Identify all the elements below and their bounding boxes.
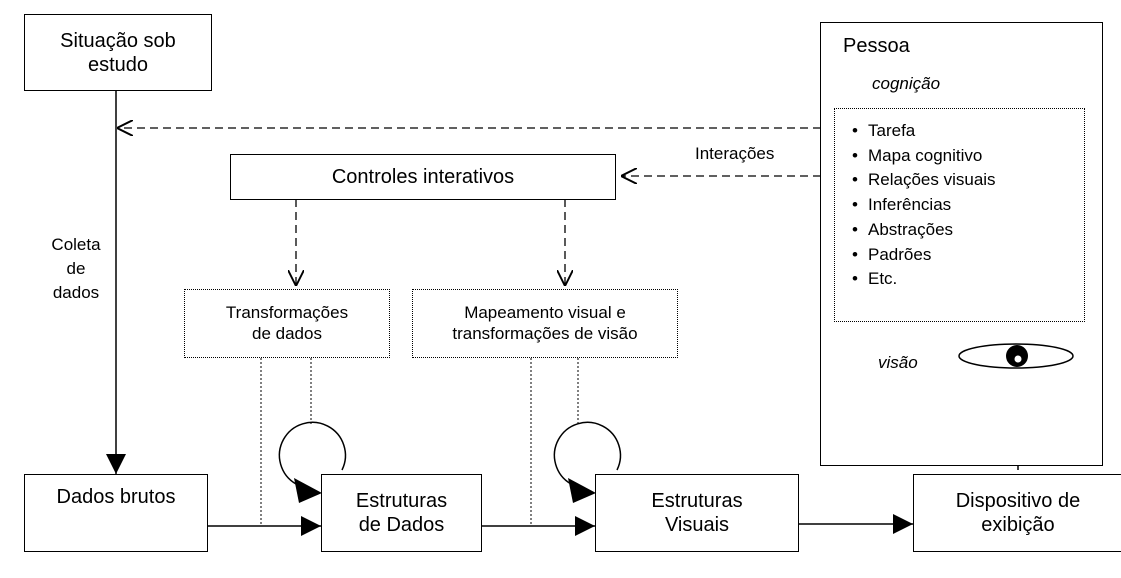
estruturas-visuais-label: Estruturas Visuais xyxy=(651,490,743,536)
controles-interativos-box: Controles interativos xyxy=(230,154,616,200)
cognicao-item: Relações visuais xyxy=(852,168,996,193)
mapeamento-visual-box: Mapeamento visual e transformações de vi… xyxy=(412,289,678,358)
cognicao-item: Padrões xyxy=(852,243,996,268)
cognicao-items-list: TarefaMapa cognitivoRelações visuaisInfe… xyxy=(852,119,996,292)
dados-brutos-box: Dados brutos xyxy=(24,474,208,552)
transformacoes-de-dados-label: Transformações de dados xyxy=(225,303,349,343)
estruturas-dados-loop-arrow xyxy=(278,421,347,485)
estruturas-dados-loop-head xyxy=(294,478,322,503)
controles-interativos-label: Controles interativos xyxy=(331,166,515,188)
situacao-sob-estudo-label: Situação sob estudo xyxy=(60,29,176,76)
interacoes-label: Interações xyxy=(695,144,775,163)
dispositivo-de-exibicao-box: Dispositivo de exibição xyxy=(913,474,1121,552)
mapeamento-visual-label: Mapeamento visual e transformações de vi… xyxy=(452,303,638,343)
pessoa-title: Pessoa xyxy=(843,35,910,57)
cognicao-item: Inferências xyxy=(852,193,996,218)
cognicao-item: Tarefa xyxy=(852,119,996,144)
estruturas-visuais-loop-arrow xyxy=(553,421,622,485)
estruturas-de-dados-box: Estruturas de Dados xyxy=(321,474,482,552)
cognicao-item: Etc. xyxy=(852,267,996,292)
dispositivo-de-exibicao-label: Dispositivo de exibição xyxy=(955,490,1081,536)
cognicao-label: cognição xyxy=(872,74,941,93)
cognicao-item: Mapa cognitivo xyxy=(852,144,996,169)
estruturas-visuais-box: Estruturas Visuais xyxy=(595,474,799,552)
estruturas-visuais-loop-head xyxy=(568,478,596,503)
visao-label: visão xyxy=(878,353,918,372)
coleta-de-dados-label: Coleta de dados xyxy=(44,233,108,305)
situacao-sob-estudo-box: Situação sob estudo xyxy=(24,14,212,91)
estruturas-de-dados-label: Estruturas de Dados xyxy=(355,490,448,536)
cognicao-item: Abstrações xyxy=(852,218,996,243)
transformacoes-de-dados-box: Transformações de dados xyxy=(184,289,390,358)
dados-brutos-label: Dados brutos xyxy=(56,486,176,508)
